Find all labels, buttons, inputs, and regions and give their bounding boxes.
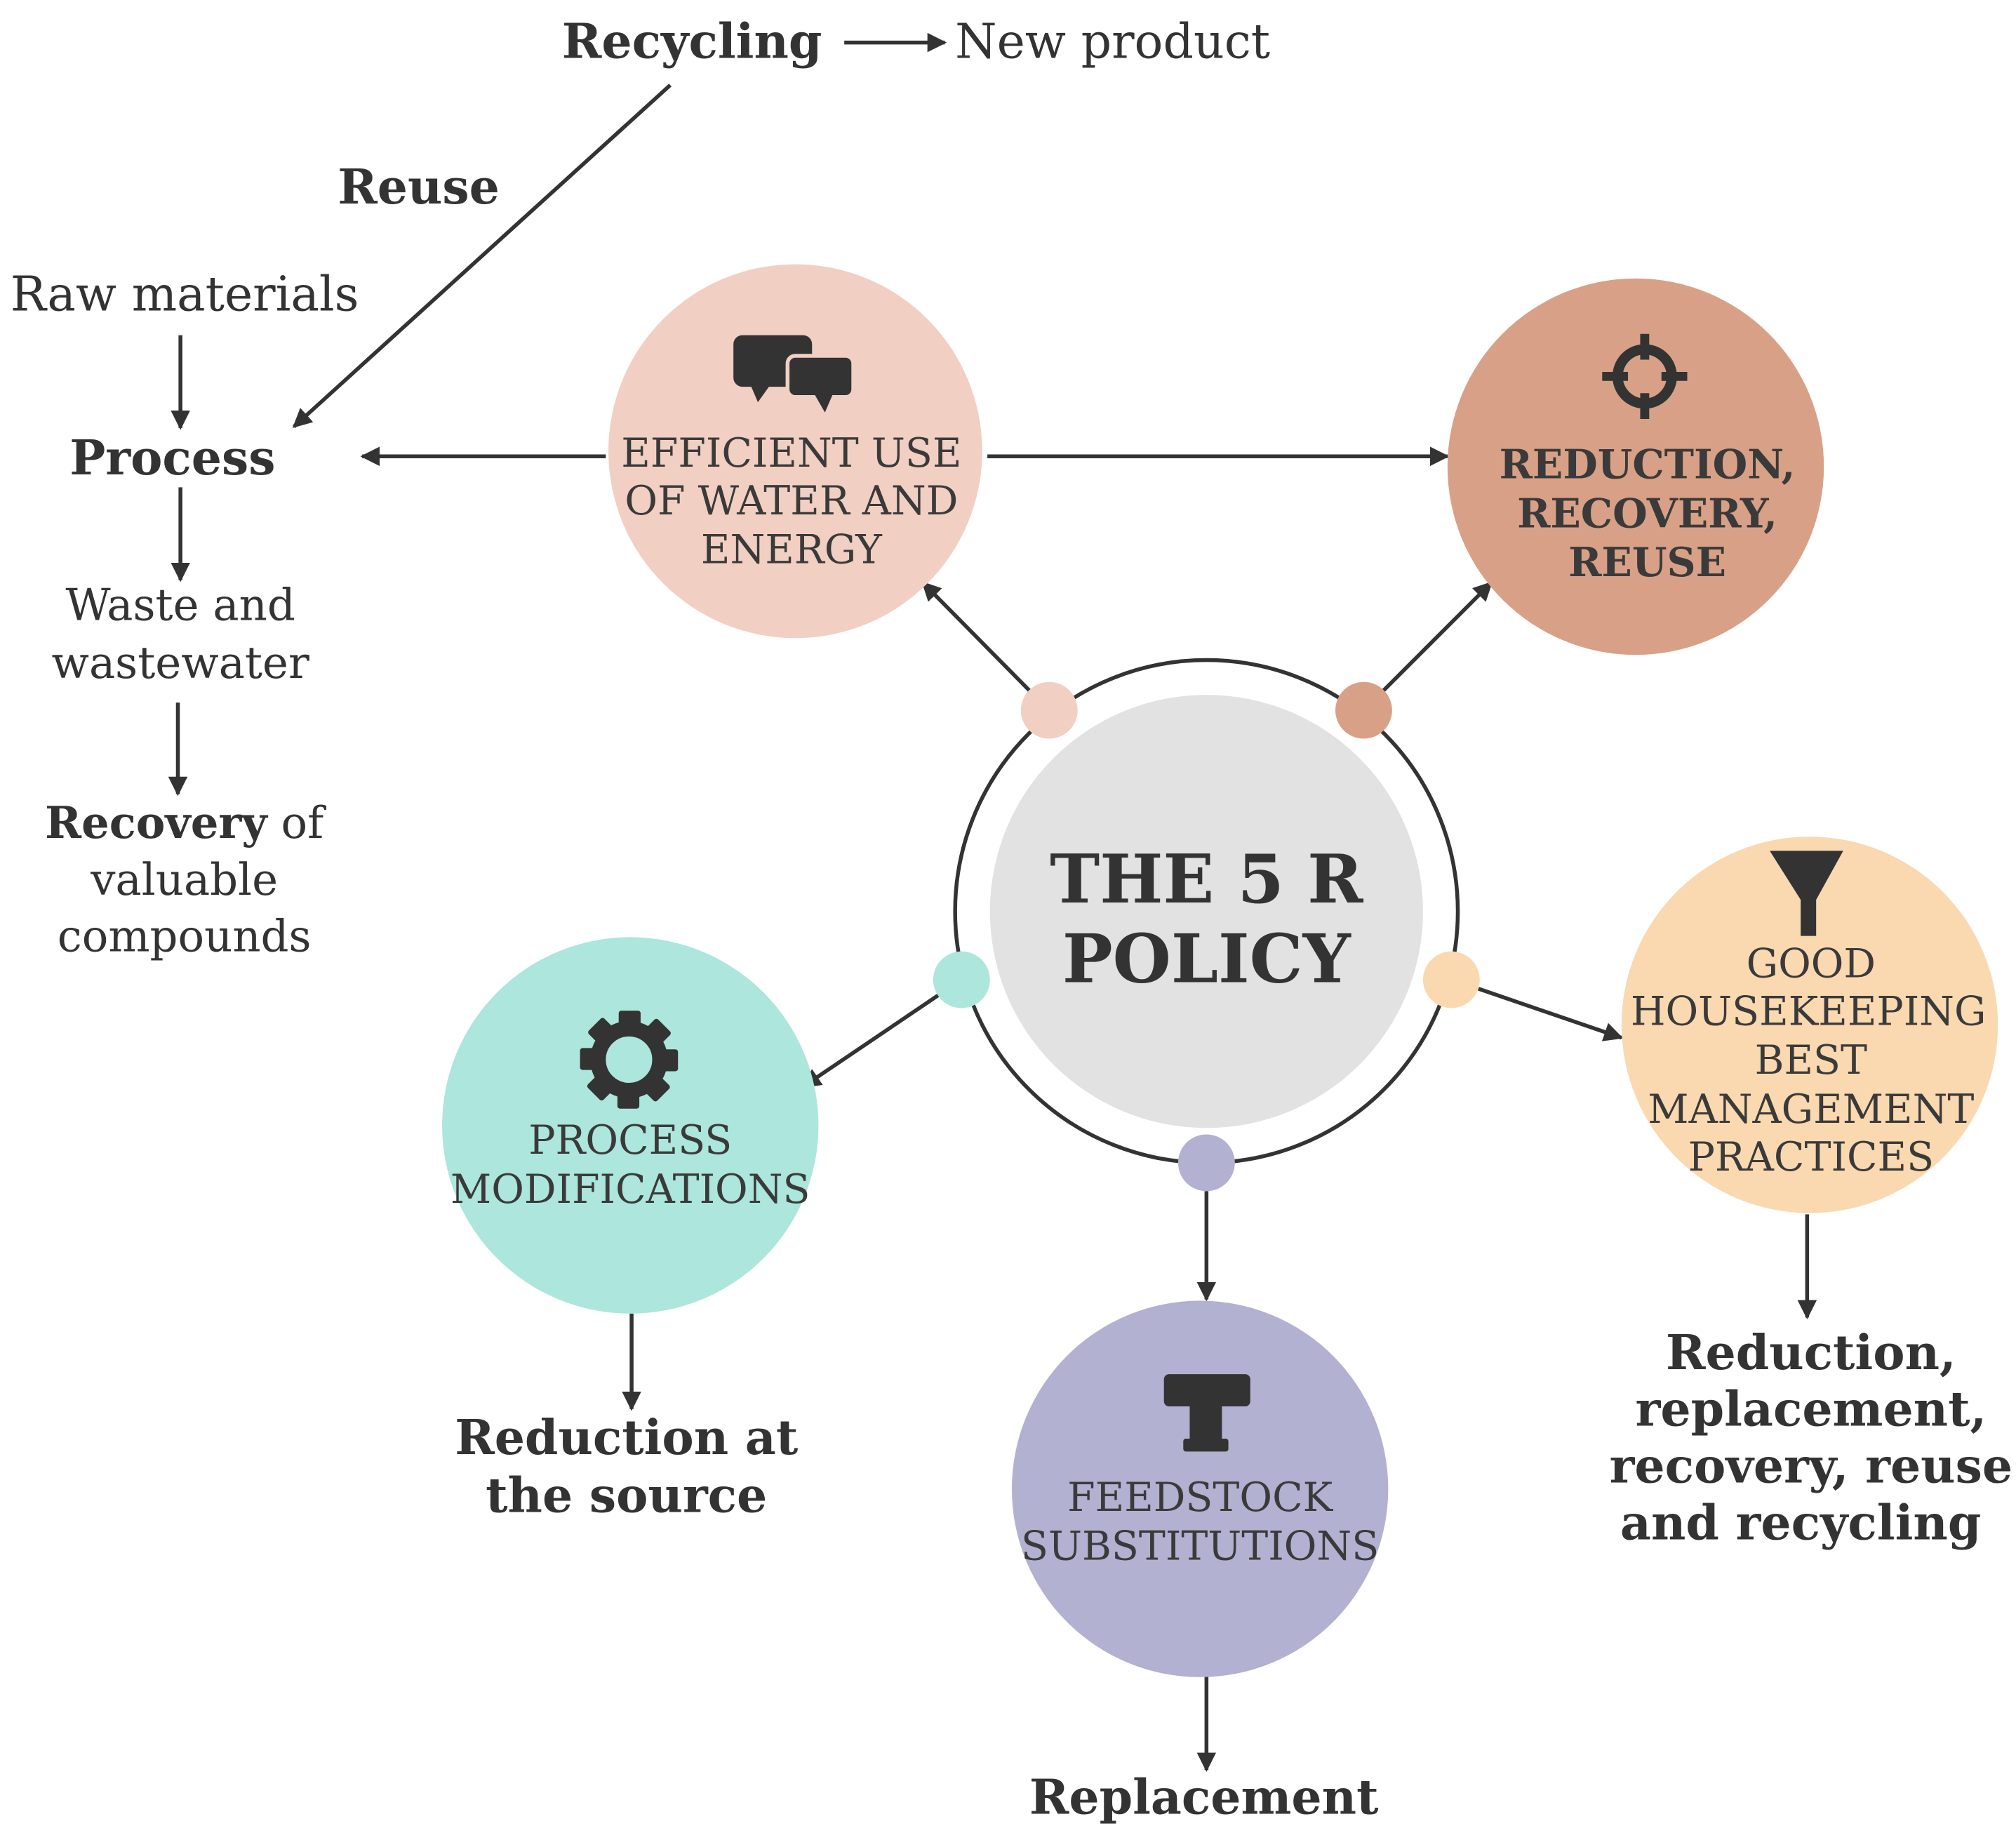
waste-label-line2: wastewater [52, 637, 309, 688]
node-efficient-use: EFFICIENT USE OF WATER AND ENERGY [608, 264, 982, 639]
feedstock-text-line1: FEEDSTOCK [1067, 1474, 1334, 1521]
process-text-line2: MODIFICATIONS [450, 1166, 810, 1213]
recovery-of-word: of [267, 797, 326, 848]
node-reduction-circle [1447, 278, 1824, 655]
recovery-label-line2: valuable [90, 854, 278, 905]
housekeeping-text-line1: GOOD [1747, 940, 1876, 987]
connector-dot-housekeeping [1422, 951, 1480, 1008]
reuse-label: Reuse [338, 159, 500, 215]
center-to-housekeeping-arrow [1478, 987, 1624, 1041]
reduction-text-line2: RECOVERY, [1517, 491, 1777, 537]
node-good-housekeeping: GOOD HOUSEKEEPING BEST MANAGEMENT PRACTI… [1621, 837, 1998, 1213]
gear-icon [580, 1011, 679, 1109]
chat-bubbles-icon [733, 335, 855, 413]
reduction-text-line1: REDUCTION, [1500, 441, 1796, 488]
connector-dot-feedstock [1177, 1134, 1235, 1192]
node-feedstock-substitutions: FEEDSTOCK SUBSTITUTIONS [1011, 1300, 1389, 1677]
connector-dot-process [933, 951, 990, 1008]
node-reduction: REDUCTION, RECOVERY, REUSE [1447, 278, 1824, 655]
process-label: Process [69, 430, 275, 486]
process-text-line1: PROCESS [528, 1117, 732, 1164]
node-efficient-circle [608, 264, 982, 639]
process-outcome-line2: the source [486, 1468, 767, 1524]
center-title-line2: POLICY [1062, 919, 1352, 999]
housekeeping-text-line3: BEST [1755, 1037, 1867, 1084]
center-disc [989, 695, 1423, 1128]
node-process-circle [442, 937, 819, 1314]
recovery-label-line1: Recovery of [45, 797, 326, 848]
waste-label-line1: Waste and [66, 580, 295, 631]
center-title-line1: THE 5 R [1050, 839, 1363, 919]
target-crosshair-icon [1602, 333, 1688, 419]
center-to-process-arrow [801, 993, 940, 1088]
recycling-label: Recycling [562, 14, 822, 70]
housekeeping-text-line5: PRACTICES [1688, 1134, 1934, 1180]
connector-dot-reduction [1335, 681, 1392, 739]
connector-dot-efficient [1020, 681, 1078, 739]
recycling-to-process-arrow [292, 84, 672, 429]
pipe-t-icon [1163, 1374, 1250, 1452]
new-product-label: New product [955, 15, 1270, 70]
node-housekeeping-circle [1621, 837, 1998, 1213]
center-to-efficient-arrow [921, 581, 1033, 694]
efficient-text-line1: EFFICIENT USE [621, 430, 961, 477]
housekeeping-text-line2: HOUSEKEEPING [1631, 988, 1987, 1034]
feedstock-text-line2: SUBSTITUTIONS [1021, 1524, 1379, 1570]
housekeeping-outcome-line4: and recycling [1620, 1495, 1981, 1551]
recovery-bold-word: Recovery [45, 797, 268, 848]
efficient-text-line3: ENERGY [701, 527, 883, 573]
efficient-text-line2: OF WATER AND [625, 478, 958, 524]
housekeeping-outcome-line3: recovery, reuse [1610, 1438, 2012, 1494]
raw-materials-label: Raw materials [11, 267, 359, 323]
housekeeping-text-line4: MANAGEMENT [1648, 1086, 1974, 1133]
funnel-icon [1770, 851, 1843, 936]
feedstock-outcome: Replacement [1029, 1770, 1379, 1826]
node-feedstock-circle [1011, 1300, 1389, 1677]
process-outcome-line1: Reduction at [455, 1410, 799, 1466]
center-to-reduction-arrow [1380, 581, 1493, 694]
recovery-label-line3: compounds [58, 911, 312, 962]
housekeeping-outcome-line2: replacement, [1636, 1382, 1987, 1438]
reduction-text-line3: REUSE [1568, 540, 1726, 586]
housekeeping-outcome-line1: Reduction, [1666, 1325, 1956, 1381]
node-process-modifications: PROCESS MODIFICATIONS [442, 937, 819, 1314]
